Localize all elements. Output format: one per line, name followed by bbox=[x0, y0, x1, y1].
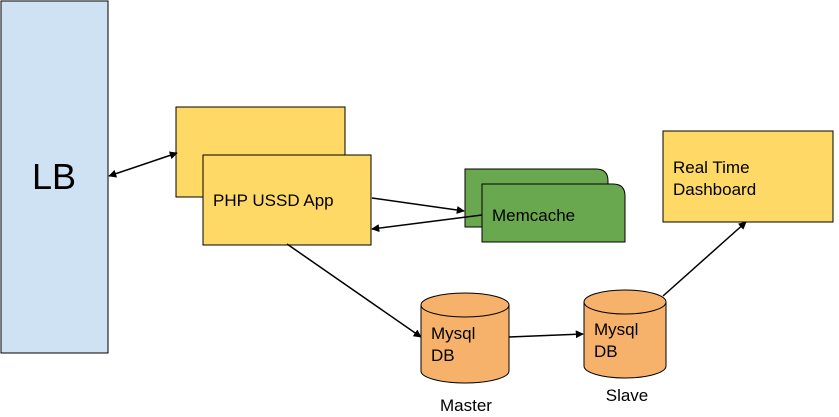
memcache-label: Memcache bbox=[492, 206, 575, 225]
slave-db-top bbox=[583, 289, 667, 315]
slave-db-label-line2: DB bbox=[594, 342, 618, 361]
master-db-label-line2: DB bbox=[431, 346, 455, 365]
master-db-node bbox=[420, 292, 510, 384]
dashboard-label-line1: Real Time bbox=[673, 158, 750, 177]
memcache-node-front bbox=[481, 183, 626, 243]
slave-db-caption: Slave bbox=[606, 386, 649, 405]
master-db-top bbox=[420, 292, 510, 318]
edge-slave-dashboard bbox=[662, 221, 747, 297]
slave-db-body bbox=[583, 301, 667, 379]
dashboard-node bbox=[662, 130, 834, 223]
master-db-label-line1: Mysql bbox=[431, 324, 475, 343]
edge-app-memcache bbox=[371, 197, 465, 214]
master-db-caption: Master bbox=[440, 396, 492, 415]
edge-master-slave bbox=[508, 330, 584, 339]
edge-lb-app bbox=[108, 151, 178, 178]
master-db-body bbox=[420, 304, 510, 384]
slave-db-label-line1: Mysql bbox=[594, 320, 638, 339]
lb-label: LB bbox=[32, 156, 76, 197]
dashboard-label-line2: Dashboard bbox=[673, 180, 756, 199]
edge-memcache-app bbox=[371, 214, 483, 233]
app-node-front bbox=[202, 154, 372, 246]
slave-db-node bbox=[583, 289, 667, 379]
app-label: PHP USSD App bbox=[213, 191, 334, 210]
lb-node bbox=[0, 0, 109, 354]
edge-app-master bbox=[286, 243, 422, 338]
